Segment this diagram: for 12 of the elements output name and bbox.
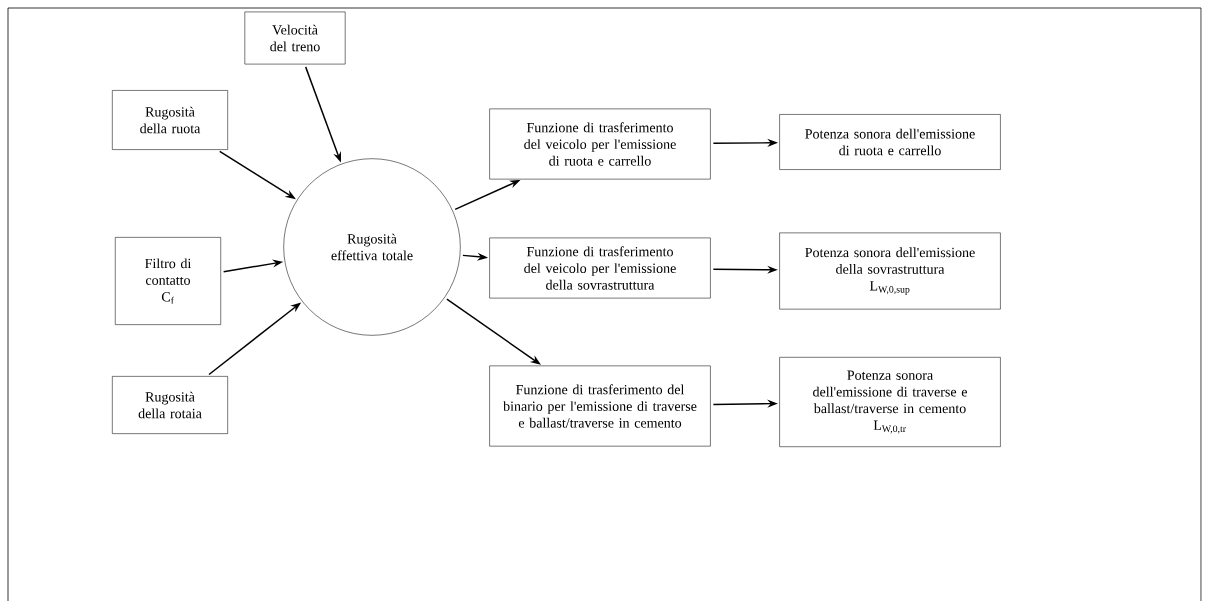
process-box: Rugosità della rotaia [112, 376, 228, 434]
process-box: Funzione di trasferimento del veicolo per l'emissione della sovrastruttura [489, 237, 711, 299]
process-box: Funzione di trasferimento del binario per l'emissione di traverse e ballast/traverse in cemento [489, 365, 711, 447]
process-box: Potenza sonora dell'emissione della sovrastruttura L$_{W,0,sup}$ [779, 232, 1001, 310]
arrow [446, 298, 541, 365]
circle-node: Rugosità effettiva totale [283, 158, 461, 336]
process-box: Potenza sonora dell'emissione di ruota e carrello [779, 114, 1001, 170]
process-box: Velocità del treno [244, 11, 346, 65]
process-box: Potenza sonora dell'emissione di traverse e ballast/traverse in cemento L$_{W,0,tr}$ [779, 357, 1001, 447]
process-box: Filtro di contatto C$_{f}$ [115, 237, 221, 325]
process-box: Rugosità della ruota [112, 90, 228, 150]
process-box: Funzione di trasferimento del veicolo per l'emissione di ruota e carrello [489, 108, 711, 180]
